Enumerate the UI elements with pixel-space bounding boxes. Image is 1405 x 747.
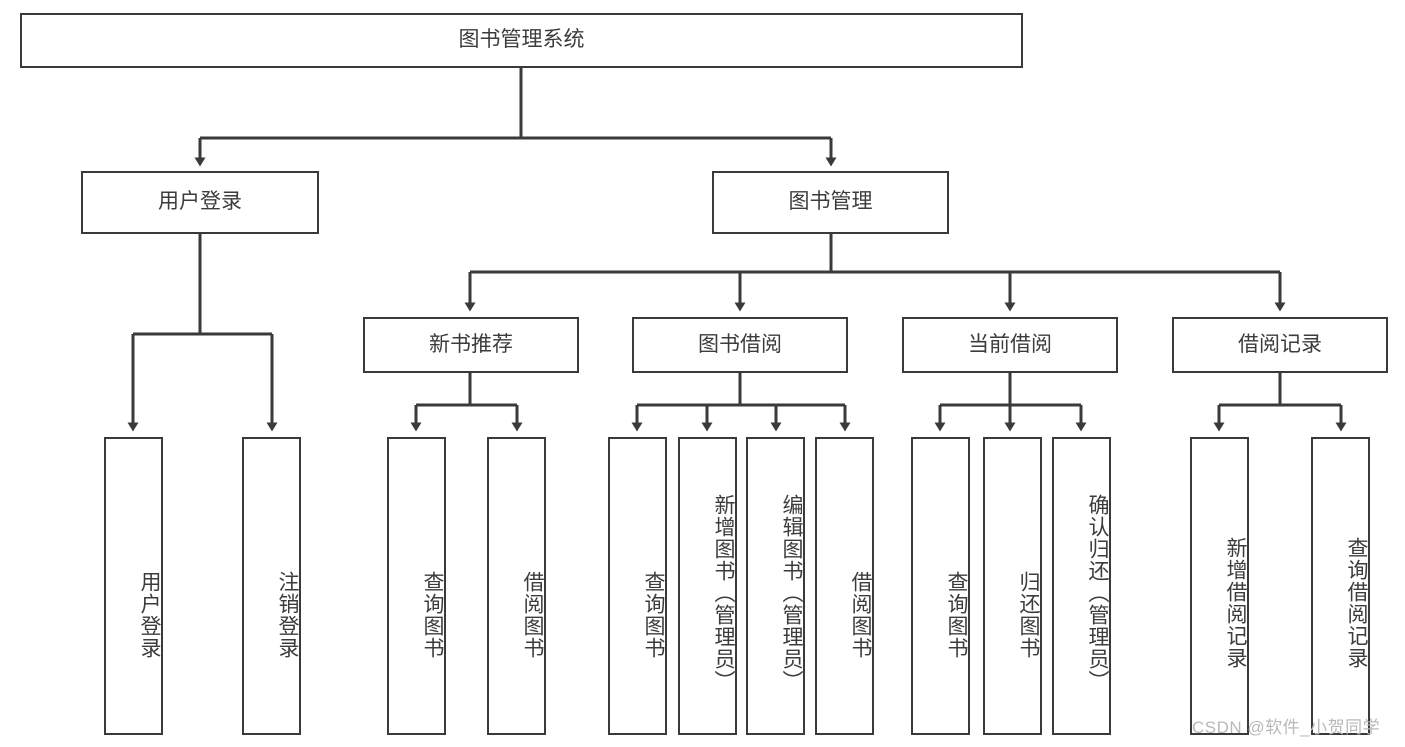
node-leaf-user-logout[interactable]: 注销登录 bbox=[242, 437, 301, 735]
node-leaf-add-book[interactable]: 新增图书（管理员） bbox=[678, 437, 737, 735]
node-leaf-return-book[interactable]: 归还图书 bbox=[983, 437, 1042, 735]
node-current-borrow[interactable]: 当前借阅 bbox=[902, 317, 1118, 373]
node-book-borrow[interactable]: 图书借阅 bbox=[632, 317, 848, 373]
node-borrow-record[interactable]: 借阅记录 bbox=[1172, 317, 1388, 373]
node-root[interactable]: 图书管理系统 bbox=[20, 13, 1023, 68]
node-leaf-confirm-return[interactable]: 确认归还（管理员） bbox=[1052, 437, 1111, 735]
node-new-book-rec[interactable]: 新书推荐 bbox=[363, 317, 579, 373]
node-leaf-query-book-2[interactable]: 查询图书 bbox=[608, 437, 667, 735]
csdn-watermark: CSDN @软件_小贺同学 bbox=[1192, 718, 1381, 737]
node-leaf-borrow-book-1[interactable]: 借阅图书 bbox=[487, 437, 546, 735]
node-leaf-add-record[interactable]: 新增借阅记录 bbox=[1190, 437, 1249, 735]
node-leaf-query-record[interactable]: 查询借阅记录 bbox=[1311, 437, 1370, 735]
node-user-login[interactable]: 用户登录 bbox=[81, 171, 319, 234]
node-leaf-user-login[interactable]: 用户登录 bbox=[104, 437, 163, 735]
node-leaf-query-book-1[interactable]: 查询图书 bbox=[387, 437, 446, 735]
node-leaf-borrow-book-2[interactable]: 借阅图书 bbox=[815, 437, 874, 735]
node-book-manage[interactable]: 图书管理 bbox=[712, 171, 949, 234]
node-leaf-edit-book[interactable]: 编辑图书（管理员） bbox=[746, 437, 805, 735]
node-leaf-query-book-3[interactable]: 查询图书 bbox=[911, 437, 970, 735]
